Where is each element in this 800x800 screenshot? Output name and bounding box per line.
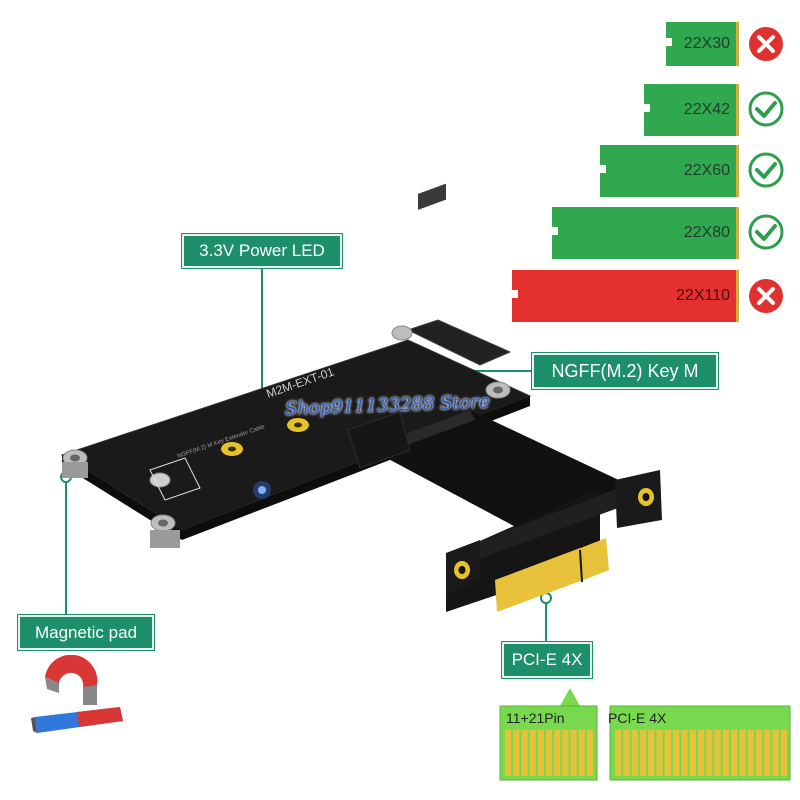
ssd-22x30-label: 22X30	[683, 35, 730, 52]
gold-pin	[529, 730, 536, 776]
check-icon	[748, 214, 784, 250]
gold-pin	[747, 730, 754, 776]
ssd-22x60: 22X60	[600, 145, 738, 197]
gold-pin	[615, 730, 622, 776]
label-pcie-text: PCI-E 4X	[511, 650, 583, 669]
label-power-led: 3.3V Power LED	[182, 234, 342, 268]
gold-pin	[772, 730, 779, 776]
ssd-22x80: 22X80	[552, 207, 738, 259]
label-power-led-text: 3.3V Power LED	[199, 241, 325, 260]
connector-type: PCI-E 4X	[608, 710, 667, 726]
gold-pin	[648, 730, 655, 776]
gold-pin	[623, 730, 630, 776]
ssd-22x60-label: 22X60	[683, 162, 730, 179]
pcie-card	[446, 470, 662, 612]
gold-pin	[505, 730, 512, 776]
ssd-22x80-label: 22X80	[683, 224, 730, 241]
ssd-22x110: 22X110	[512, 270, 738, 322]
gold-pin	[706, 730, 713, 776]
gold-pin	[731, 730, 738, 776]
ssd-22x30: 22X30	[666, 22, 738, 66]
gold-pin	[562, 730, 569, 776]
gold-pin	[764, 730, 771, 776]
magnet-icon	[31, 655, 123, 733]
pins-right	[615, 730, 787, 776]
gold-pin	[673, 730, 680, 776]
gold-pin	[780, 730, 787, 776]
gold-pin	[739, 730, 746, 776]
gold-pin	[722, 730, 729, 776]
ssd-22x110-label: 22X110	[676, 287, 730, 304]
gold-pin	[570, 730, 577, 776]
cross-icon	[749, 27, 783, 61]
gold-pin	[586, 730, 593, 776]
gold-pin	[537, 730, 544, 776]
gold-pin	[755, 730, 763, 776]
ssd-22x42: 22X42	[644, 84, 738, 136]
gold-pin	[513, 730, 520, 776]
standoffs	[62, 325, 511, 548]
pins-left	[505, 730, 593, 776]
gold-pin	[554, 730, 561, 776]
label-magnetic-pad: Magnetic pad	[18, 615, 154, 650]
label-ngff-text: NGFF(M.2) Key M	[551, 360, 699, 381]
gold-pin	[578, 730, 585, 776]
gold-pin	[639, 730, 647, 776]
label-ngff-key-m: NGFF(M.2) Key M	[532, 353, 718, 389]
gold-pin	[656, 730, 663, 776]
gold-pin	[714, 730, 721, 776]
gold-pin	[681, 730, 688, 776]
label-magnetic-text: Magnetic pad	[34, 622, 138, 642]
ssd-notches	[512, 22, 739, 322]
gold-pin	[631, 730, 638, 776]
check-icon	[748, 91, 784, 127]
gold-pin	[545, 730, 553, 776]
connector-pin-count: 11+21Pin	[506, 710, 565, 726]
cross-icon	[749, 279, 783, 313]
gold-pin	[664, 730, 671, 776]
gold-pin	[521, 730, 528, 776]
gold-pin	[697, 730, 705, 776]
ssd-22x42-label: 22X42	[683, 101, 730, 118]
gold-pin	[689, 730, 696, 776]
check-icon	[748, 152, 784, 188]
label-pcie-4x: PCI-E 4X	[502, 642, 592, 678]
